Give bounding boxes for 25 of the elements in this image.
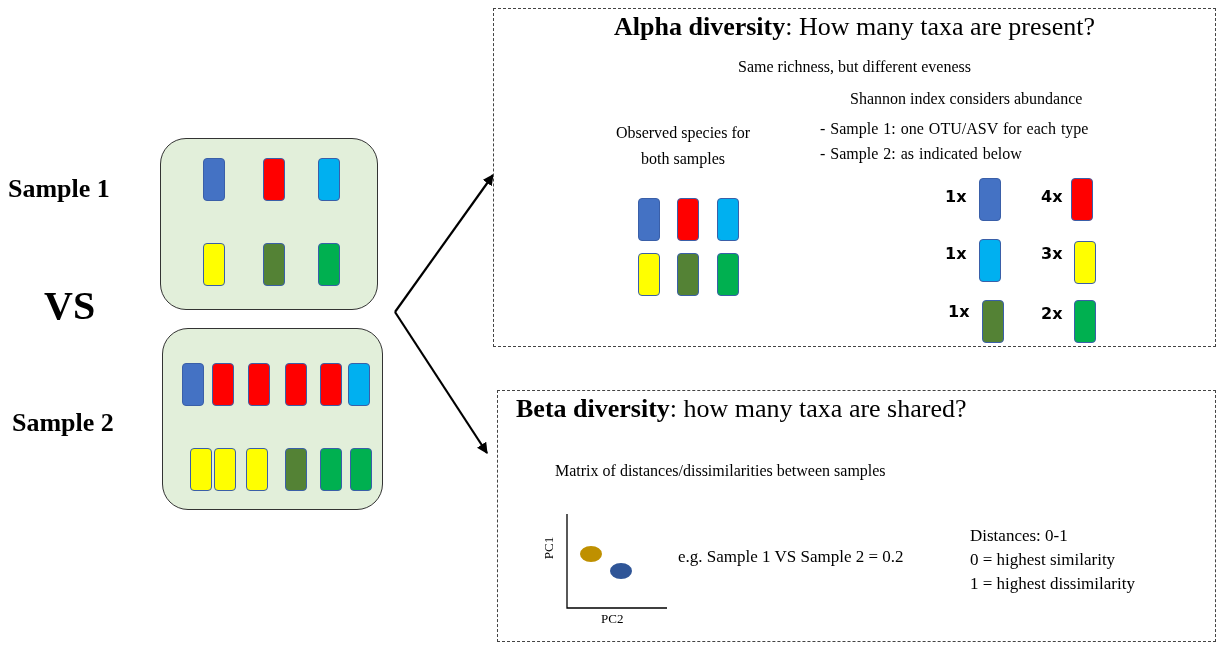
panel-heading: Beta diversity: how many taxa are shared? xyxy=(516,394,967,424)
versus-label: VS xyxy=(44,282,96,329)
panel-text: Shannon index considers abundance xyxy=(850,90,1083,108)
multiplier-label: 1x xyxy=(945,244,967,263)
panel-text: Matrix of distances/dissimilarities between samples xyxy=(555,462,886,480)
multiplier-label: 2x xyxy=(1041,304,1063,323)
sample-label: Sample 1 xyxy=(8,174,110,204)
multiplier-label: 1x xyxy=(948,302,970,321)
multiplier-label: 1x xyxy=(945,187,967,206)
panel-text: Distances: 0-1 xyxy=(970,526,1068,546)
panel-text: - Sample 2: as indicated below xyxy=(820,145,1022,163)
sample-label: Sample 2 xyxy=(12,408,114,438)
axis-label: PC1 xyxy=(541,536,558,560)
panel-text: e.g. Sample 1 VS Sample 2 = 0.2 xyxy=(678,547,904,567)
multiplier-label: 4x xyxy=(1041,187,1063,206)
panel-text: 0 = highest similarity xyxy=(970,550,1116,570)
multiplier-label: 3x xyxy=(1041,244,1063,263)
arrow xyxy=(394,174,494,313)
panel-text: - Sample 1: one OTU/ASV for each type xyxy=(820,120,1089,138)
panel-text: 1 = highest dissimilarity xyxy=(970,574,1135,594)
panel-text: Same richness, but different eveness xyxy=(737,58,972,76)
axis-label: PC2 xyxy=(601,611,624,627)
panel-text: Observed species for both samples xyxy=(614,123,752,170)
arrow xyxy=(394,311,488,454)
panel-heading: Alpha diversity: How many taxa are present? xyxy=(613,12,1096,42)
